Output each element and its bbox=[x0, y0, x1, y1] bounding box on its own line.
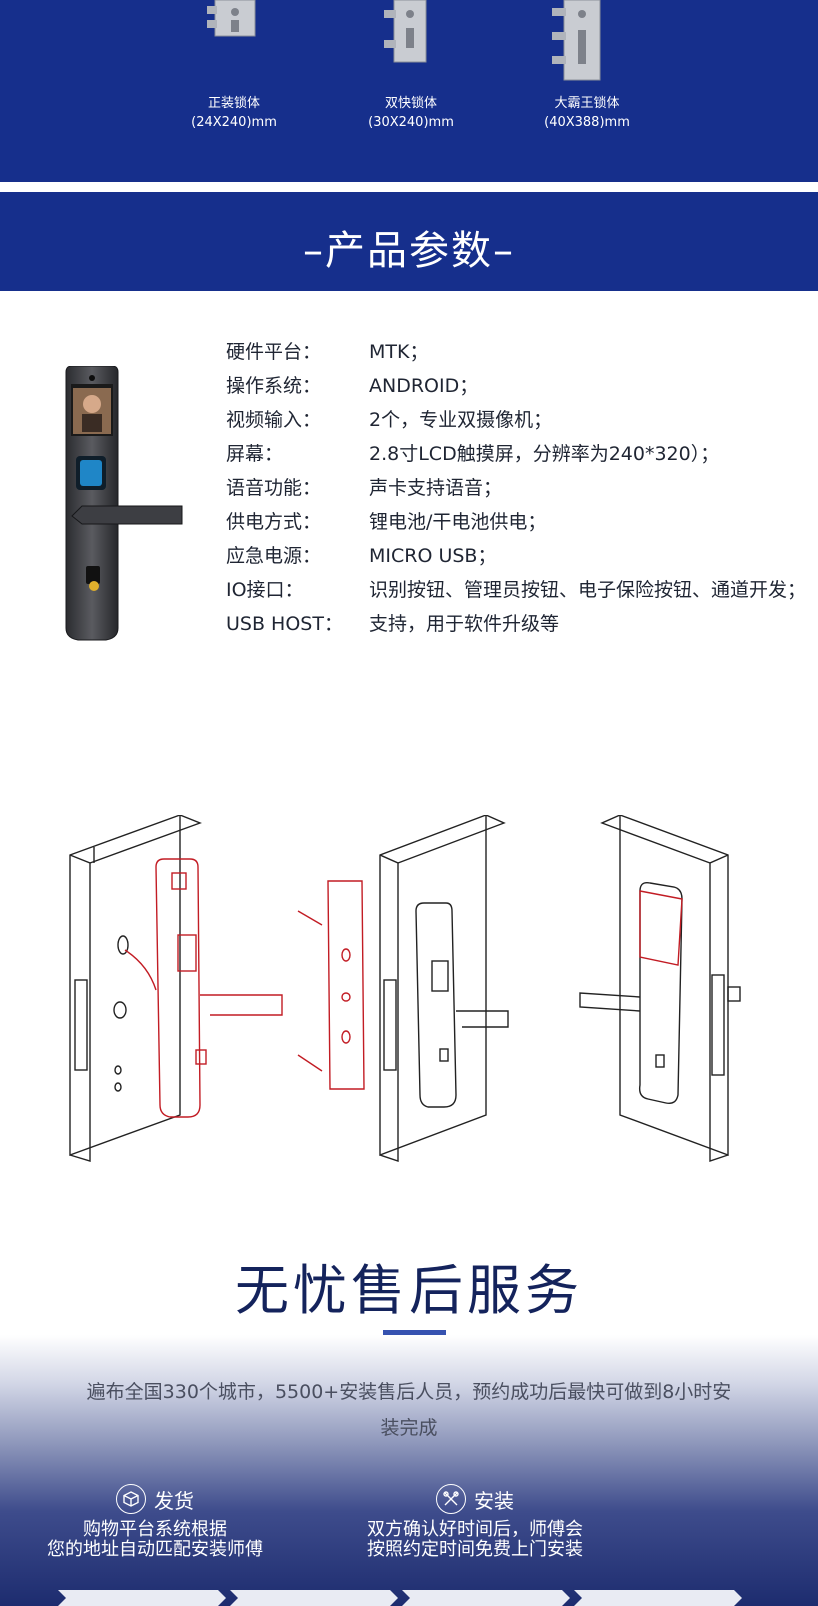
step-text-line: 按照约定时间免费上门安装 bbox=[367, 1539, 583, 1560]
param-row: 屏幕： 2.8寸LCD触摸屏，分辨率为240*320）； bbox=[226, 437, 806, 471]
service-progress-arrows bbox=[58, 1590, 758, 1606]
lock-body-size: (40X388)mm bbox=[544, 115, 630, 130]
lock-body-image-large bbox=[548, 0, 618, 84]
param-row: 硬件平台： MTK； bbox=[226, 335, 806, 369]
step-header: 发货 bbox=[30, 1484, 280, 1514]
installation-diagram bbox=[60, 813, 780, 1185]
lock-body-size: (24X240)mm bbox=[191, 115, 277, 130]
param-label: 屏幕： bbox=[226, 443, 284, 465]
param-value: ANDROID； bbox=[369, 375, 479, 397]
param-row: 操作系统： ANDROID； bbox=[226, 369, 806, 403]
lock-body-name: 双快锁体 bbox=[384, 96, 437, 111]
param-value: MTK； bbox=[369, 341, 429, 363]
service-description: 遍布全国330个城市，5500+安装售后人员，预约成功后最快可做到8小时安装完成 bbox=[86, 1381, 732, 1439]
progress-arrow-segment bbox=[574, 1590, 742, 1606]
smart-lock-photo bbox=[58, 365, 188, 646]
param-value: 锂电池/干电池供电； bbox=[369, 511, 547, 533]
service-step-shipping: 发货 购物平台系统根据 您的地址自动匹配安装师傅 bbox=[30, 1484, 280, 1560]
progress-arrow-segment bbox=[58, 1590, 226, 1606]
lock-body-image-standard bbox=[205, 0, 265, 40]
lock-body-name: 正装锁体 bbox=[207, 96, 260, 111]
param-row: IO接口： 识别按钮、管理员按钮、电子保险按钮、通道开发； bbox=[226, 573, 806, 607]
service-gradient-bg bbox=[0, 1335, 818, 1606]
lock-body-caption: 双快锁体 (30X240)mm bbox=[336, 94, 486, 132]
tools-icon bbox=[436, 1484, 466, 1514]
param-row: 应急电源： MICRO USB； bbox=[226, 539, 806, 573]
step-text-line: 您的地址自动匹配安装师傅 bbox=[47, 1539, 263, 1560]
param-label: USB HOST： bbox=[226, 613, 343, 635]
box-icon bbox=[116, 1484, 146, 1514]
step-text: 购物平台系统根据 您的地址自动匹配安装师傅 bbox=[30, 1520, 280, 1560]
param-label: 视频输入： bbox=[226, 409, 322, 431]
lock-body-image-double bbox=[380, 0, 440, 66]
param-row: 供电方式： 锂电池/干电池供电； bbox=[226, 505, 806, 539]
lock-body-caption: 大霸王锁体 (40X388)mm bbox=[512, 94, 662, 132]
title-underline bbox=[383, 1330, 446, 1335]
door-panel-left bbox=[69, 814, 202, 1162]
service-step-install: 安装 双方确认好时间后，师傅会 按照约定时间免费上门安装 bbox=[340, 1484, 610, 1560]
lock-body-name: 大霸王锁体 bbox=[554, 96, 620, 111]
lock-body-size: (30X240)mm bbox=[368, 115, 454, 130]
divider bbox=[0, 182, 818, 192]
param-label: 供电方式： bbox=[226, 511, 322, 533]
service-title: 无忧售后服务 bbox=[235, 1259, 583, 1322]
progress-arrow-segment bbox=[230, 1590, 398, 1606]
params-title-band: –产品参数– bbox=[0, 192, 818, 291]
param-row: USB HOST： 支持，用于软件升级等 bbox=[226, 607, 806, 641]
param-value: 2.8寸LCD触摸屏，分辨率为240*320）； bbox=[369, 443, 720, 465]
param-value: MICRO USB； bbox=[369, 545, 497, 567]
param-row: 视频输入： 2个，专业双摄像机； bbox=[226, 403, 806, 437]
mounting-plate-red bbox=[297, 880, 365, 1090]
params-list: 硬件平台： MTK； 操作系统： ANDROID； 视频输入： 2个，专业双摄像… bbox=[226, 335, 806, 641]
param-label: 语音功能： bbox=[226, 477, 322, 499]
door-panel-middle bbox=[379, 813, 509, 1162]
param-label: 应急电源： bbox=[226, 545, 322, 567]
lock-body-caption: 正装锁体 (24X240)mm bbox=[159, 94, 309, 132]
param-value: 支持，用于软件升级等 bbox=[369, 613, 560, 635]
step-text-line: 购物平台系统根据 bbox=[83, 1519, 227, 1540]
door-panel-right bbox=[579, 813, 741, 1162]
step-text: 双方确认好时间后，师傅会 按照约定时间免费上门安装 bbox=[340, 1520, 610, 1560]
section-title: –产品参数– bbox=[303, 228, 515, 274]
param-value: 2个，专业双摄像机； bbox=[369, 409, 553, 431]
lock-body-band: 正装锁体 (24X240)mm 双快锁体 (30X240)mm 大霸王锁体 (4… bbox=[0, 0, 818, 182]
step-title: 安装 bbox=[474, 1488, 514, 1513]
progress-arrow-segment bbox=[402, 1590, 570, 1606]
param-label: 硬件平台： bbox=[226, 341, 322, 363]
param-label: IO接口： bbox=[226, 579, 304, 601]
param-value: 声卡支持语音； bbox=[369, 477, 503, 499]
param-row: 语音功能： 声卡支持语音； bbox=[226, 471, 806, 505]
param-value: 识别按钮、管理员按钮、电子保险按钮、通道开发； bbox=[369, 579, 807, 601]
lock-outline-red bbox=[124, 858, 283, 1118]
step-text-line: 双方确认好时间后，师傅会 bbox=[367, 1519, 583, 1540]
param-label: 操作系统： bbox=[226, 375, 322, 397]
step-header: 安装 bbox=[340, 1484, 610, 1514]
step-title: 发货 bbox=[154, 1488, 194, 1513]
